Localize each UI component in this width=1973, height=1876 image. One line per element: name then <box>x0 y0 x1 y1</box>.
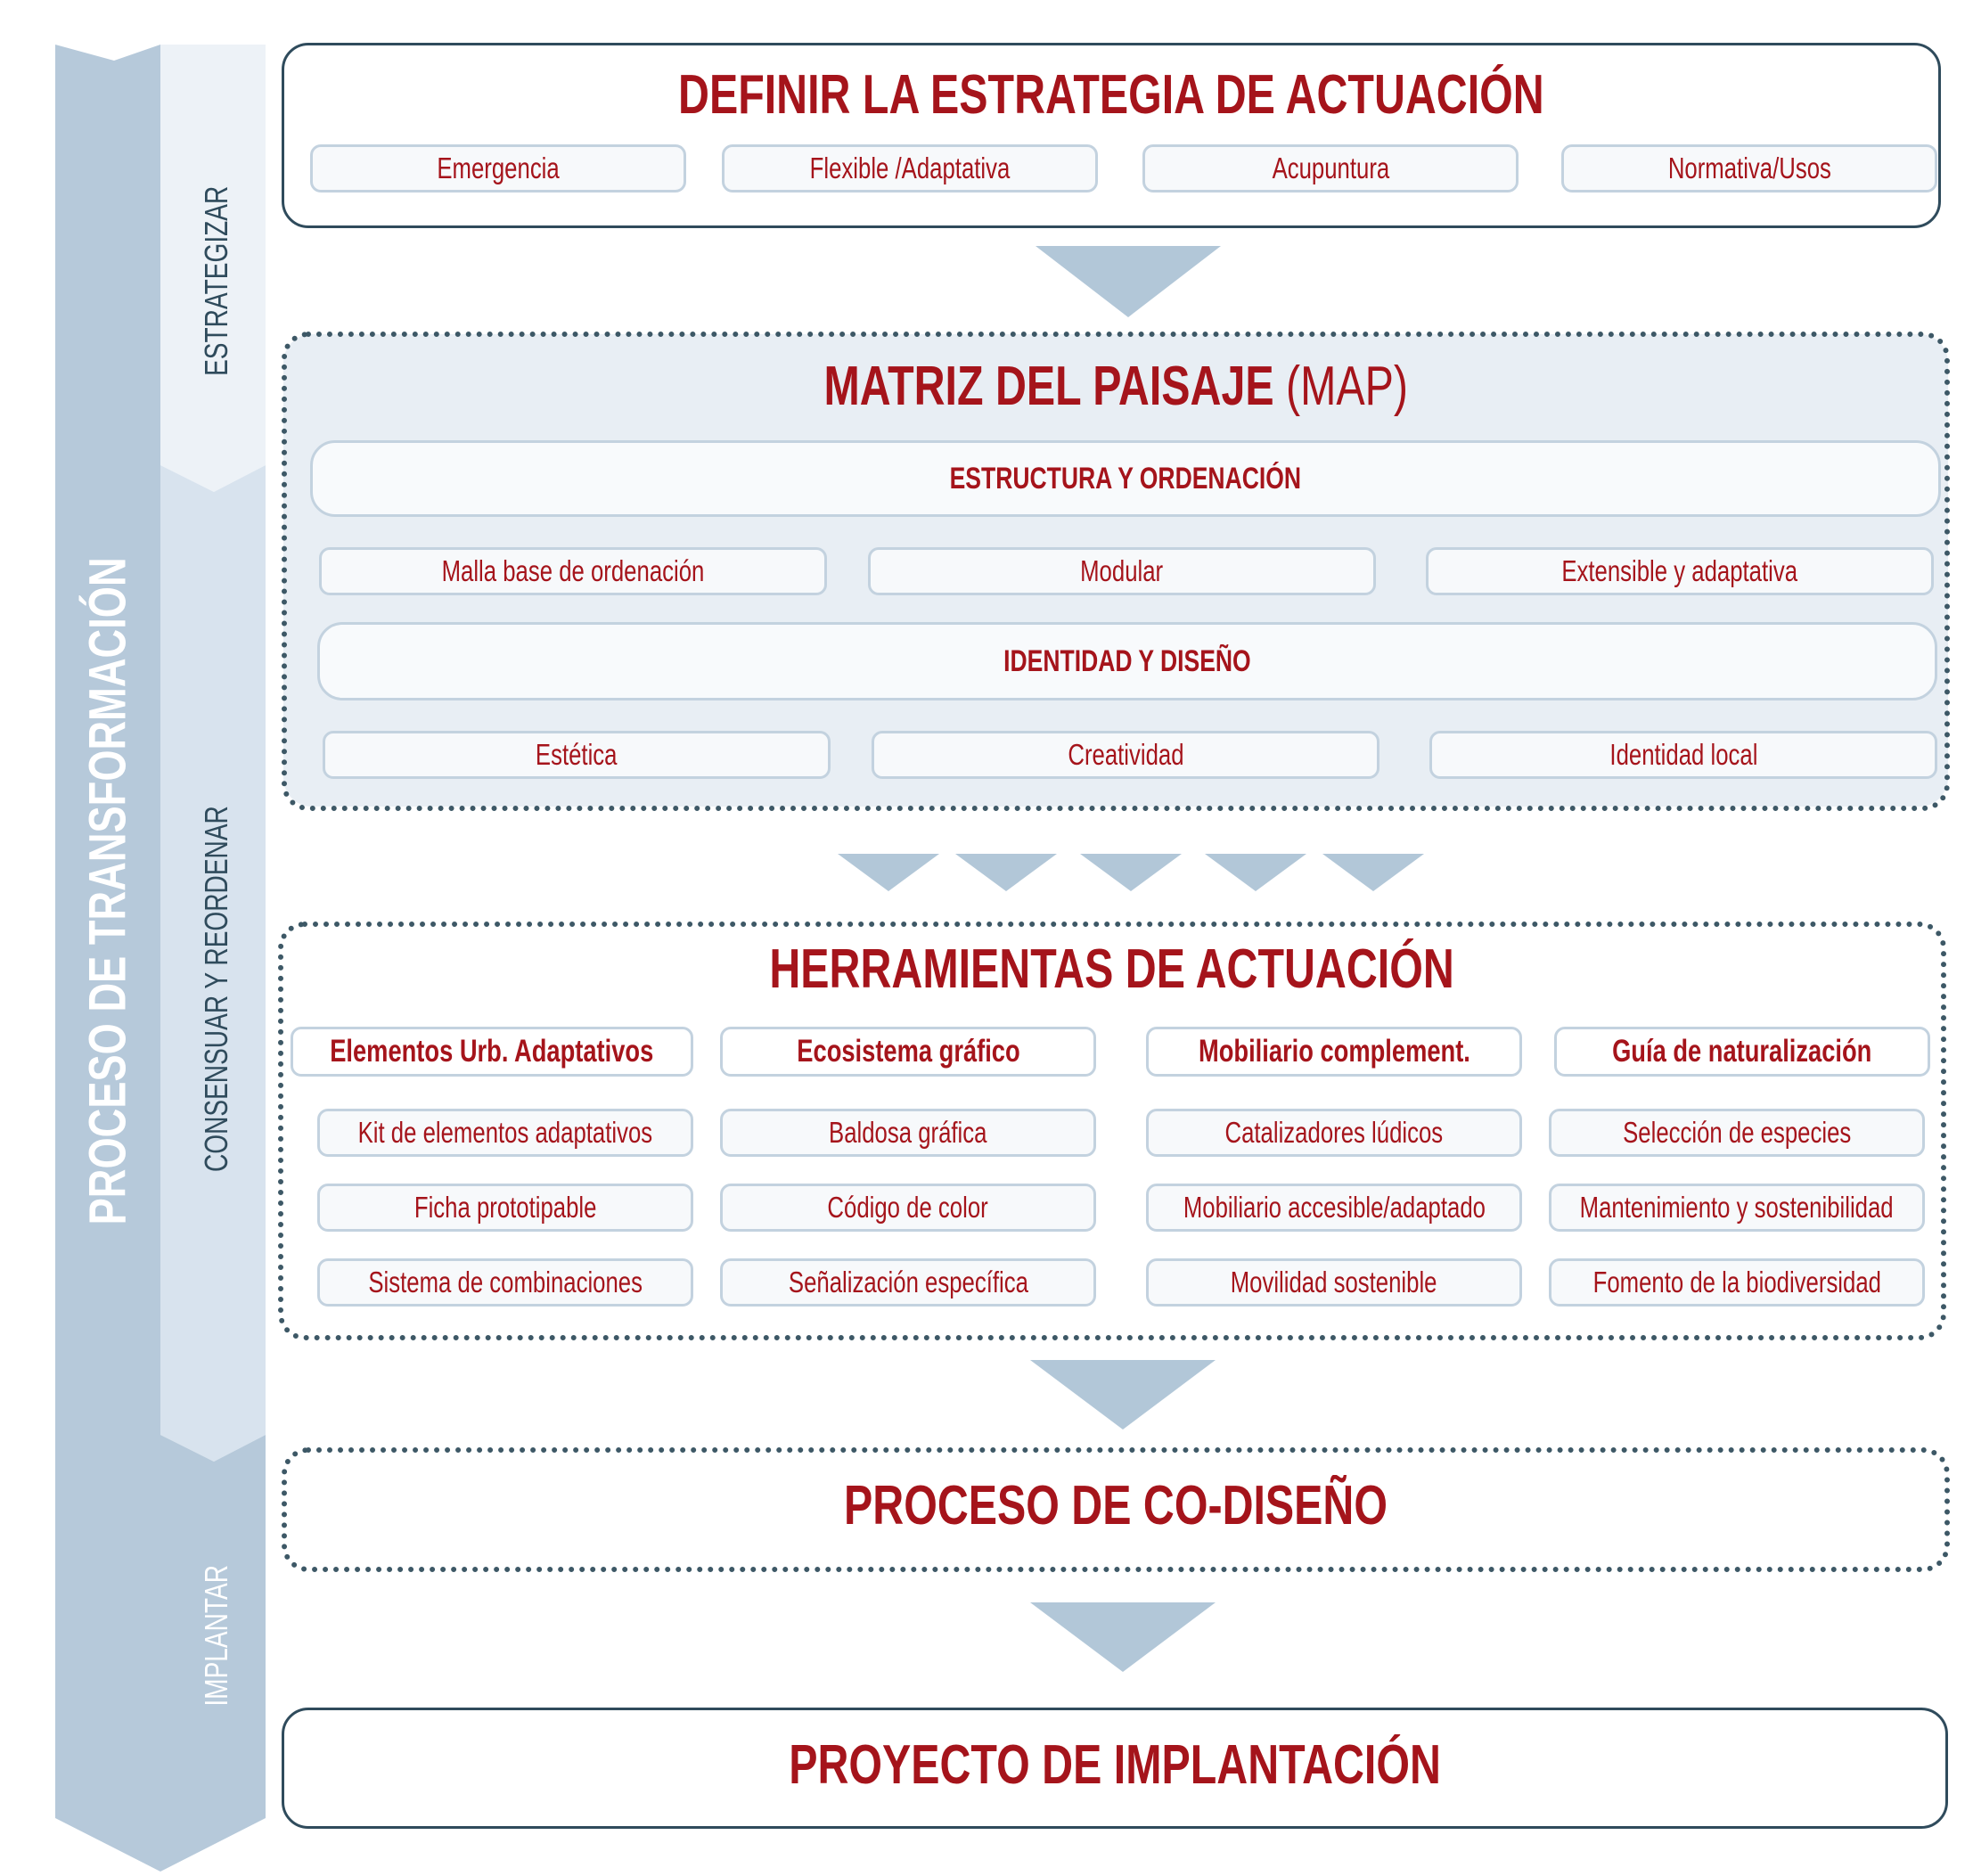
flow-arrow-multi-1 <box>838 854 939 891</box>
tools-item: Mobiliario accesible/adaptado <box>1146 1184 1522 1232</box>
strategy-option-emergencia: Emergencia <box>310 144 686 193</box>
strategy-panel: DEFINIR LA ESTRATEGIA DE ACTUACIÓN <box>282 43 1941 228</box>
tools-item: Mantenimiento y sostenibilidad <box>1549 1184 1925 1232</box>
tools-column-heading-nature: Guía de naturalización <box>1554 1027 1930 1077</box>
matrix-title: MATRIZ DEL PAISAJE (MAP) <box>823 356 1408 417</box>
flow-arrow-multi-3 <box>1080 854 1182 891</box>
tools-item: Catalizadores lúdicos <box>1146 1109 1522 1157</box>
structure-item-extensible: Extensible y adaptativa <box>1426 547 1934 595</box>
flow-arrow-multi-4 <box>1205 854 1306 891</box>
process-label-text: PROCESO DE TRANSFORMACIÓN <box>78 557 137 1225</box>
flow-arrow-2 <box>1030 1360 1216 1430</box>
tools-item: Baldosa gráfica <box>720 1109 1096 1157</box>
tools-item: Kit de elementos adaptativos <box>317 1109 693 1157</box>
strategy-option-acupuntura: Acupuntura <box>1142 144 1519 193</box>
identity-heading: IDENTIDAD Y DISEÑO <box>317 622 1937 700</box>
tools-item: Fomento de la biodiversidad <box>1549 1258 1925 1307</box>
structure-item-modular: Modular <box>868 547 1376 595</box>
stage-label-strategize: ESTRATEGIZAR <box>198 185 234 376</box>
tools-title: HERRAMIENTAS DE ACTUACIÓN <box>769 938 1455 1000</box>
stage-label-consensus: CONSENSUAR Y REORDENAR <box>198 806 234 1173</box>
stage-band-strategize <box>160 45 266 492</box>
tools-item: Señalización específica <box>720 1258 1096 1307</box>
flow-arrow-1 <box>1036 246 1221 317</box>
tools-item: Ficha prototipable <box>317 1184 693 1232</box>
implementation-title: PROYECTO DE IMPLANTACIÓN <box>789 1734 1441 1796</box>
tools-column-heading-furniture: Mobiliario complement. <box>1146 1027 1522 1077</box>
flow-arrow-3 <box>1030 1602 1216 1672</box>
tools-item: Sistema de combinaciones <box>317 1258 693 1307</box>
flow-arrow-multi-2 <box>955 854 1057 891</box>
stage-band-implement <box>160 1435 266 1818</box>
strategy-option-normativa: Normativa/Usos <box>1561 144 1937 193</box>
strategy-title: DEFINIR LA ESTRATEGIA DE ACTUACIÓN <box>678 64 1544 126</box>
flow-arrow-multi-5 <box>1322 854 1424 891</box>
structure-heading: ESTRUCTURA Y ORDENACIÓN <box>310 440 1941 517</box>
process-arrow-head <box>55 1818 266 1872</box>
process-label: PROCESO DE TRANSFORMACIÓN <box>55 446 160 1337</box>
identity-item-creatividad: Creatividad <box>872 731 1379 779</box>
implementation-panel: PROYECTO DE IMPLANTACIÓN <box>282 1708 1948 1829</box>
tools-item: Código de color <box>720 1184 1096 1232</box>
matrix-panel: MATRIZ DEL PAISAJE (MAP) <box>282 332 1950 811</box>
identity-item-local: Identidad local <box>1429 731 1937 779</box>
tools-column-heading-urban: Elementos Urb. Adaptativos <box>291 1027 693 1077</box>
process-arrow <box>55 45 160 1818</box>
tools-item: Selección de especies <box>1549 1109 1925 1157</box>
identity-item-estetica: Estética <box>323 731 831 779</box>
structure-item-malla: Malla base de ordenación <box>319 547 827 595</box>
strategy-option-flexible: Flexible /Adaptativa <box>722 144 1098 193</box>
tools-column-heading-graphic: Ecosistema gráfico <box>720 1027 1096 1077</box>
stage-band-consensus <box>160 465 266 1462</box>
stage-label-implement: IMPLANTAR <box>198 1564 234 1707</box>
codesign-title: PROCESO DE CO-DISEÑO <box>844 1475 1388 1536</box>
codesign-panel: PROCESO DE CO-DISEÑO <box>282 1447 1950 1572</box>
tools-item: Movilidad sostenible <box>1146 1258 1522 1307</box>
tools-panel: HERRAMIENTAS DE ACTUACIÓN <box>278 922 1946 1340</box>
